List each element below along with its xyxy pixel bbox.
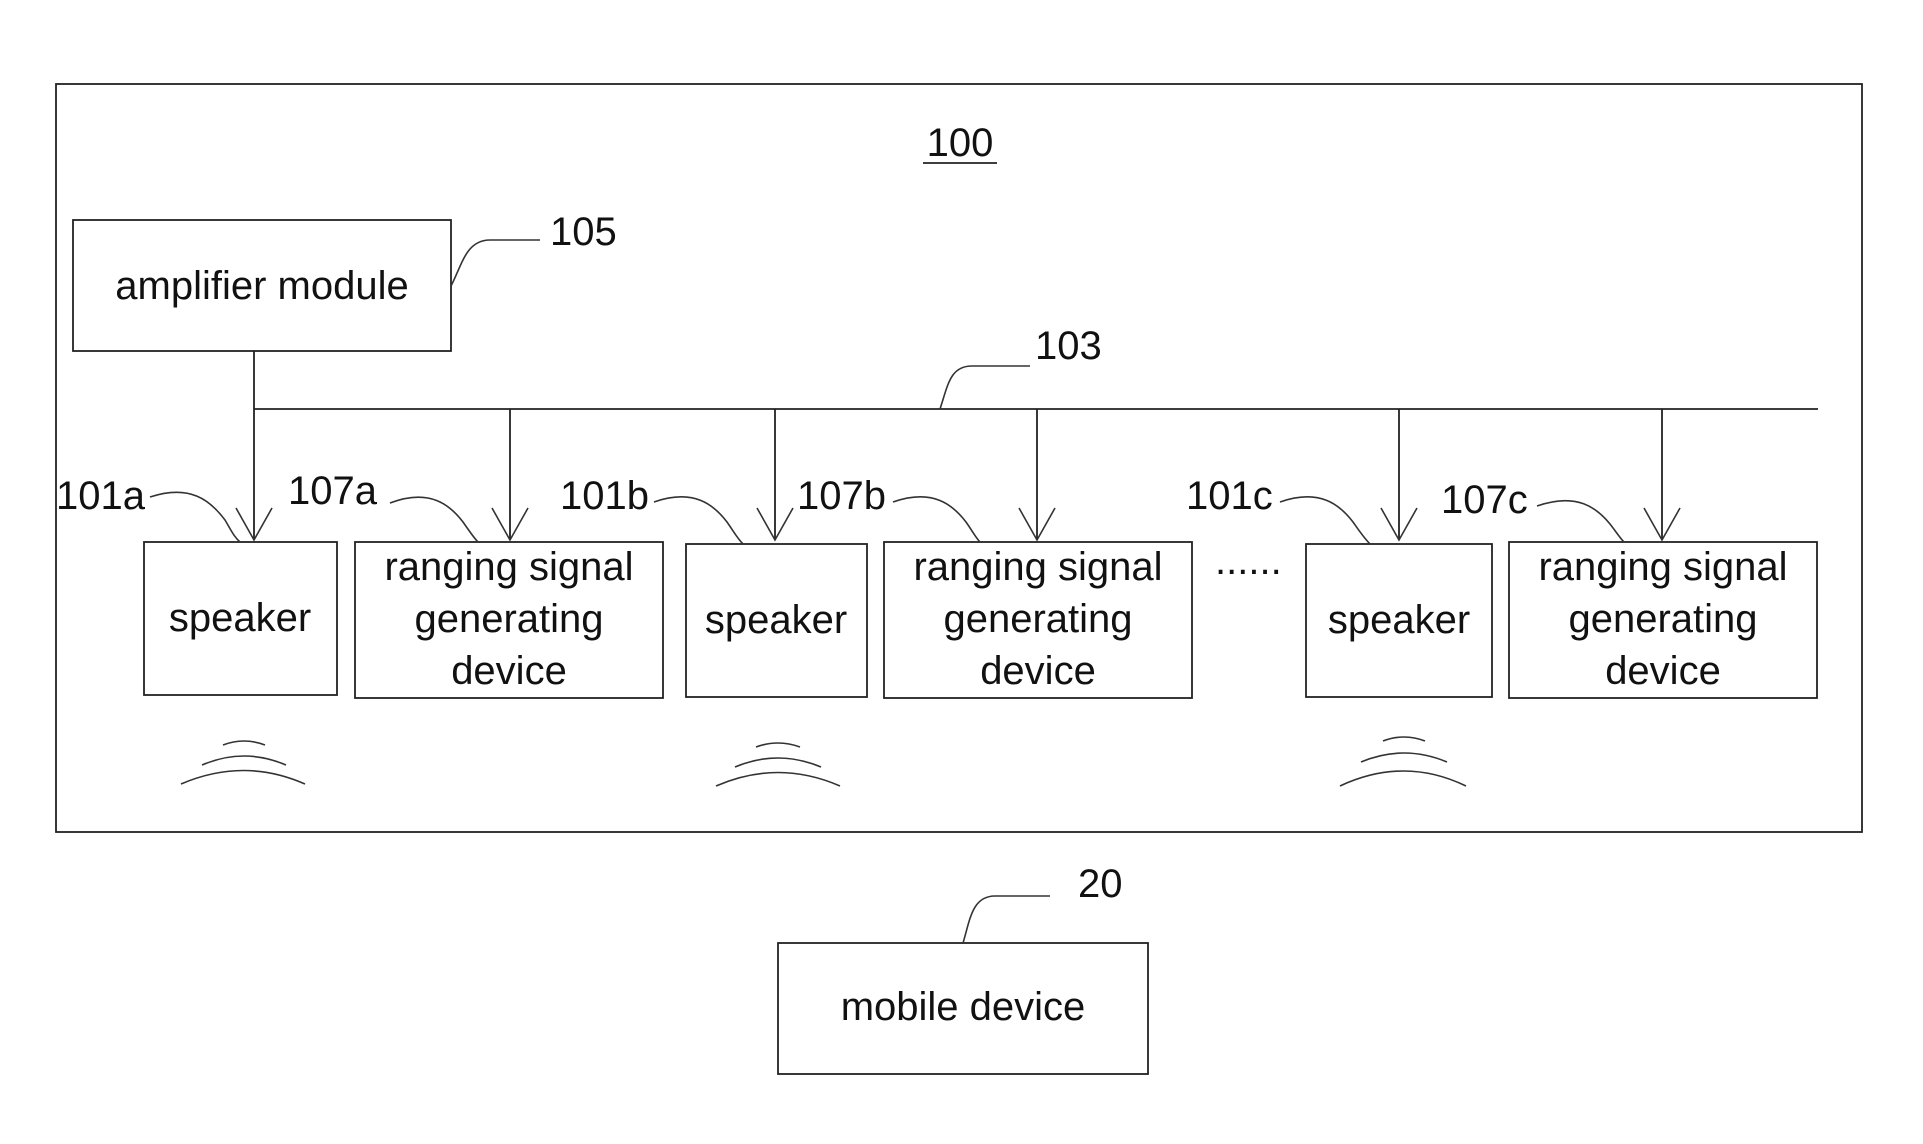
- system-frame: [56, 84, 1862, 832]
- mobile-device-label: mobile device: [841, 985, 1086, 1029]
- speaker-b-ref-leader: [654, 497, 743, 544]
- speaker-b-label: speaker: [705, 598, 847, 642]
- ellipsis: ......: [1215, 539, 1282, 583]
- amplifier-ref-leader: [451, 240, 540, 286]
- ranging-device-c-line-2: generating: [1568, 597, 1757, 641]
- speaker-a-label: speaker: [169, 596, 311, 640]
- speaker-c-ref-label: 101c: [1186, 474, 1273, 518]
- mobile-ref-label: 20: [1078, 862, 1123, 906]
- bus-ref-label: 103: [1035, 324, 1102, 368]
- unit-a: speaker ranging signal generating device…: [56, 409, 663, 784]
- ranging-device-a-line-3: device: [451, 649, 567, 693]
- ranging-device-b-line-1: ranging signal: [913, 545, 1162, 589]
- ranging-a-ref-label: 107a: [288, 469, 378, 513]
- speaker-a-ref-leader: [150, 492, 240, 542]
- ranging-device-a-line-2: generating: [414, 597, 603, 641]
- speaker-c-ref-leader: [1280, 497, 1370, 544]
- speaker-a-ref-label: 101a: [56, 474, 146, 518]
- ranging-device-b-line-3: device: [980, 649, 1096, 693]
- bus-ref-leader: [940, 366, 1030, 409]
- ranging-c-ref-label: 107c: [1441, 478, 1528, 522]
- speaker-c-label: speaker: [1328, 598, 1470, 642]
- ranging-c-ref-leader: [1537, 501, 1624, 542]
- ranging-device-b-line-2: generating: [943, 597, 1132, 641]
- amplifier-ref-label: 105: [550, 210, 617, 254]
- ranging-device-c-line-3: device: [1605, 649, 1721, 693]
- sound-wave-icon: [181, 741, 305, 784]
- ranging-b-ref-leader: [893, 497, 980, 542]
- system-ref-label: 100: [927, 121, 994, 165]
- sound-wave-icon: [716, 743, 840, 786]
- unit-c: speaker ranging signal generating device…: [1186, 409, 1817, 786]
- ranging-device-a-line-1: ranging signal: [384, 545, 633, 589]
- amplifier-module-label: amplifier module: [115, 264, 408, 308]
- ranging-a-ref-leader: [390, 497, 478, 542]
- mobile-ref-leader: [963, 896, 1050, 943]
- ranging-b-ref-label: 107b: [797, 474, 886, 518]
- speaker-b-ref-label: 101b: [560, 474, 649, 518]
- sound-wave-icon: [1340, 737, 1466, 786]
- ranging-device-c-line-1: ranging signal: [1538, 545, 1787, 589]
